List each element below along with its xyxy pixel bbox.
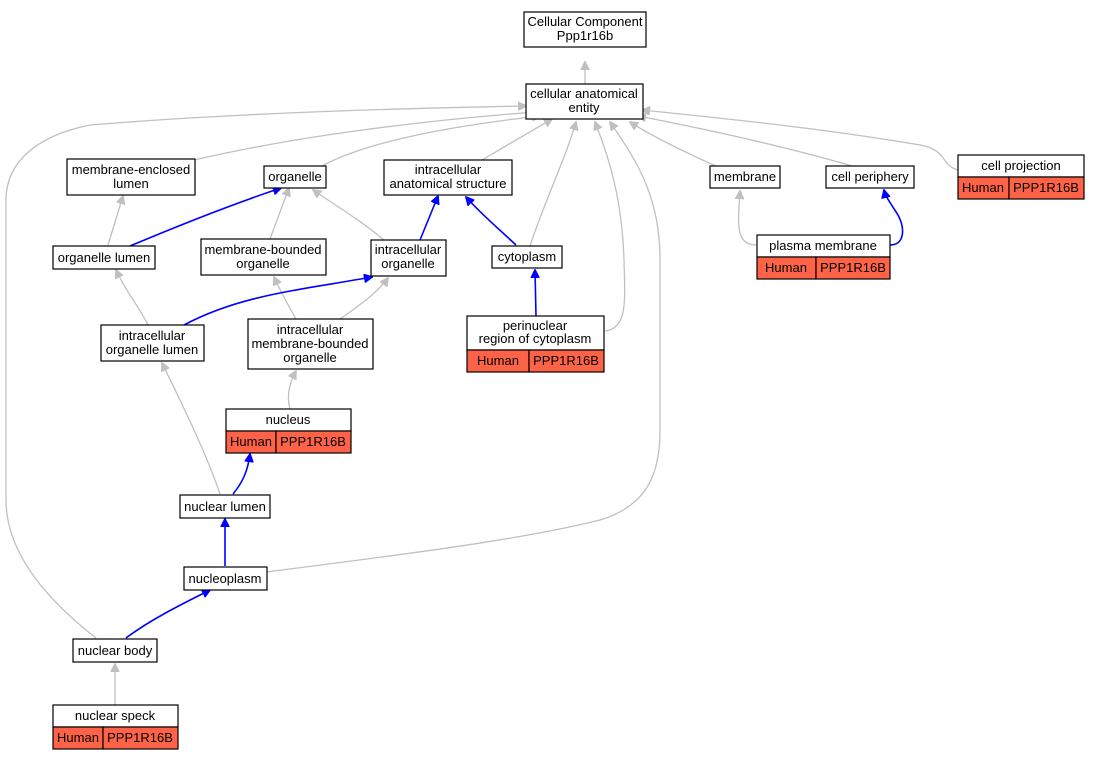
gene-label: PPP1R16B [533, 353, 599, 368]
edge-io-to-organelle [313, 190, 385, 241]
node-label: membrane [714, 169, 776, 184]
node-membrane[interactable]: membrane [709, 165, 781, 189]
node-plasma-membrane[interactable]: plasma membrane Human PPP1R16B [756, 234, 891, 280]
node-label-line: intracellular [119, 328, 186, 343]
edge-ias-to-cae [481, 119, 552, 161]
node-label: cell projection [981, 158, 1061, 173]
species-label: Human [230, 434, 272, 449]
edge-cytoplasm-to-ias [466, 197, 517, 246]
gene-cell [1008, 176, 1085, 200]
node-cell-projection[interactable]: cell projection Human PPP1R16B [957, 154, 1085, 200]
species-label: Human [477, 353, 519, 368]
node-label-line: membrane-bounded [204, 242, 321, 257]
node-label: organelle lumen [58, 250, 151, 265]
species-label: Human [765, 260, 807, 275]
node-label-line: entity [568, 100, 600, 115]
node-intracellular-organelle-lumen[interactable]: intracellular organelle lumen [100, 324, 205, 362]
node-label: nuclear speck [75, 708, 156, 723]
node-membrane-bounded-organelle[interactable]: membrane-bounded organelle [200, 238, 327, 276]
gene-label: PPP1R16B [820, 260, 886, 275]
node-nuclear-lumen[interactable]: nuclear lumen [179, 494, 271, 519]
species-label: Human [57, 730, 99, 745]
edge-orglumen-to-organelle [129, 188, 281, 247]
node-label: cell periphery [831, 169, 909, 184]
node-membrane-enclosed-lumen[interactable]: membrane-enclosed lumen [66, 158, 196, 196]
node-label-line: Ppp1r16b [557, 28, 613, 43]
gene-label: PPP1R16B [1013, 180, 1079, 195]
edge-imbo-to-mbo [274, 277, 297, 320]
edge-io-to-ias [419, 196, 438, 241]
node-cytoplasm[interactable]: cytoplasm [491, 245, 563, 269]
node-intracellular-organelle[interactable]: intracellular organelle [370, 239, 447, 277]
node-organelle-lumen[interactable]: organelle lumen [52, 245, 156, 270]
node-label-line: organelle [283, 350, 337, 365]
node-perinuclear-region-of-cytoplasm[interactable]: perinuclear region of cytoplasm Human PP… [466, 315, 605, 373]
edge-nuclearbody-to-cae [5, 106, 526, 639]
edge-cytoplasm-to-cae [529, 122, 576, 247]
edge-nucleoplasm-to-cae [265, 122, 661, 573]
node-label-line: organelle [381, 256, 435, 271]
edge-cellprojection-to-cae [642, 110, 959, 171]
node-label-line: region of cytoplasm [479, 331, 592, 346]
edge-nuclearbody-to-nucleoplasm [125, 590, 210, 639]
node-label: nucleus [266, 412, 311, 427]
edge-nuclearlumen-to-nucleus [232, 454, 250, 495]
node-organelle[interactable]: organelle [263, 165, 327, 189]
gene-cell [528, 349, 605, 373]
edge-organelle-to-cae [321, 116, 540, 167]
node-label-line: membrane-bounded [251, 336, 368, 351]
edge-mel-to-cae [189, 112, 536, 162]
edge-plasmamembrane-to-membrane [739, 191, 758, 246]
edge-imbo-to-io [339, 278, 388, 320]
node-label-line: anatomical structure [389, 176, 506, 191]
node-label: nuclear body [78, 643, 153, 658]
node-label-line: cellular anatomical [530, 86, 638, 101]
node-nucleus[interactable]: nucleus Human PPP1R16B [225, 408, 352, 454]
node-cellular-component-root[interactable]: Cellular Component Ppp1r16b [523, 11, 647, 48]
node-label: cytoplasm [498, 249, 557, 264]
gene-label: PPP1R16B [107, 730, 173, 745]
node-nuclear-speck[interactable]: nuclear speck Human PPP1R16B [52, 704, 179, 750]
node-label: organelle [268, 169, 322, 184]
node-label-line: organelle [236, 256, 290, 271]
node-label-line: perinuclear [503, 318, 568, 333]
edge-nucleus-to-imbo [287, 371, 296, 410]
edge-plasmamembrane-to-cellperiphery [884, 190, 904, 246]
node-nucleoplasm[interactable]: nucleoplasm [183, 566, 268, 591]
edge-orglumen-to-mel [107, 196, 123, 246]
edge-iol-to-orglumen [116, 270, 149, 326]
node-label-line: organelle lumen [106, 342, 199, 357]
species-label: Human [962, 180, 1004, 195]
edge-iol-to-io [183, 277, 372, 326]
edges [5, 62, 959, 705]
gene-cell [815, 256, 891, 280]
node-intracellular-anatomical-structure[interactable]: intracellular anatomical structure [383, 159, 513, 196]
node-intracellular-membrane-bounded-organelle[interactable]: intracellular membrane-bounded organelle [247, 318, 374, 370]
node-label: plasma membrane [769, 238, 877, 253]
edge-nuclearlumen-to-iol [162, 363, 221, 495]
edge-perinuclear-to-cae [595, 122, 626, 332]
node-label-line: lumen [113, 176, 148, 191]
node-label-line: intracellular [375, 242, 442, 257]
gene-cell [275, 430, 352, 454]
gene-cell [102, 726, 179, 750]
edge-perinuclear-to-cytoplasm [535, 270, 536, 317]
edge-mbo-to-organelle [269, 188, 289, 240]
nodes: Cellular Component Ppp1r16b cellular ana… [52, 11, 1085, 750]
node-label-line: intracellular [415, 162, 482, 177]
node-nuclear-body[interactable]: nuclear body [72, 638, 158, 663]
edge-membrane-to-cae [630, 122, 719, 168]
edge-cellperiphery-to-cae [638, 116, 853, 167]
node-label-line: Cellular Component [528, 14, 643, 29]
node-label-line: membrane-enclosed [72, 162, 191, 177]
gene-label: PPP1R16B [280, 434, 346, 449]
node-label: nucleoplasm [189, 571, 262, 586]
node-cell-periphery[interactable]: cell periphery [825, 165, 915, 189]
node-cellular-anatomical-entity[interactable]: cellular anatomical entity [525, 83, 644, 120]
node-label-line: intracellular [277, 322, 344, 337]
node-label: nuclear lumen [184, 499, 266, 514]
